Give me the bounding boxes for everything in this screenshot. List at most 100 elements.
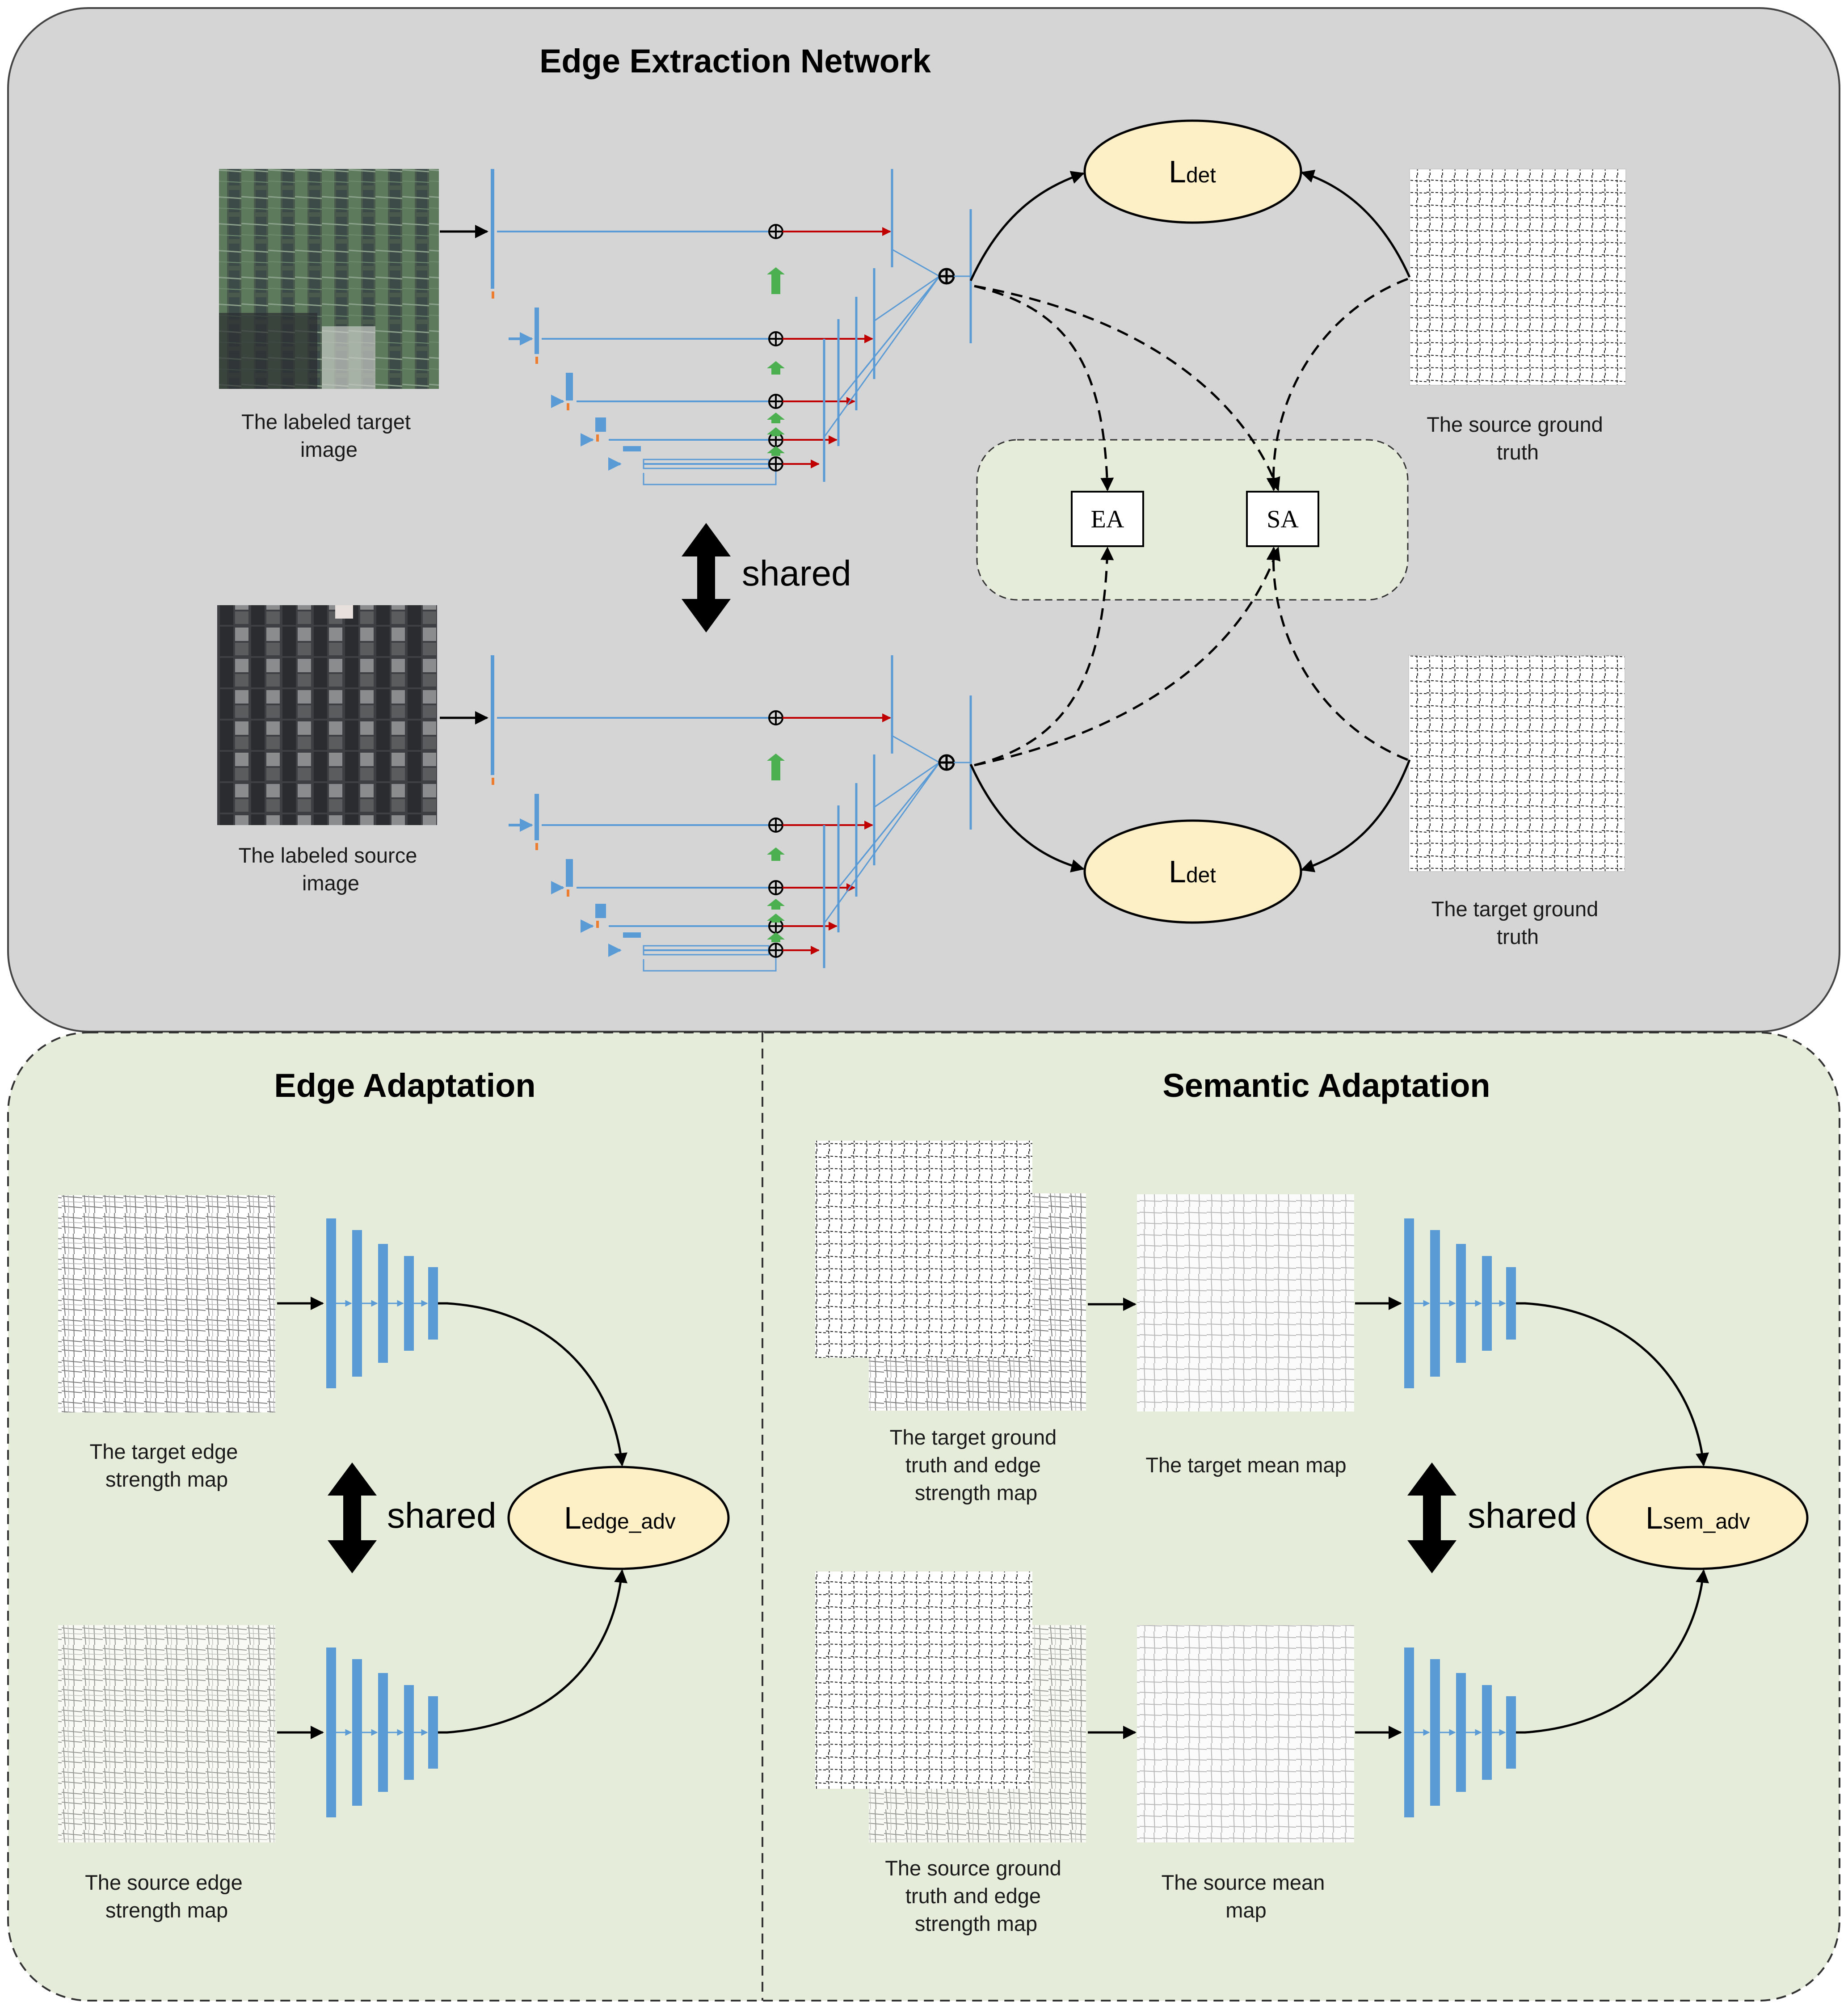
disc-2-layer-5 [428,1696,438,1769]
bottleneck-skip [643,953,777,972]
source-edge-strength-map [58,1625,275,1842]
discriminators [277,1218,1526,1817]
disc-1-layer-3 [378,1244,388,1363]
encoder-stage-3 [566,373,573,400]
sa-label: SA [1267,506,1299,533]
disc-2-layer-3 [378,1673,388,1792]
edge-network-target [440,169,972,485]
encoder-stage-4 [595,904,606,918]
ea-box [1071,491,1144,547]
arrow-gt-to-loss-top [1301,169,1411,278]
converge-line-5 [823,276,940,438]
edge-extraction-title: Edge Extraction Network [539,42,931,80]
arrow-fuse-to-loss-top [969,171,1085,282]
adaptation-region [976,439,1409,601]
upsample-arrow-3 [767,899,785,910]
encoder-stage-5 [623,932,641,938]
downsample-arrow-4 [596,921,599,928]
downsample-arrow-1 [492,778,494,785]
upsample-arrow-2 [767,847,785,861]
disc-1-layer-2 [352,1230,362,1377]
disc-4-layer-3 [1456,1673,1466,1792]
bottleneck-skip [643,467,777,485]
target-mean-label: The target mean map [1145,1453,1346,1477]
disc-3-layer-3 [1456,1244,1466,1363]
upsample-arrow-2 [767,361,785,375]
edge-extraction-panel [7,7,1840,1032]
shared-arrow-edge [328,1462,377,1573]
target-gt-label: The target ground truth [1431,897,1604,948]
shared-label-semantic: shared [1468,1496,1577,1535]
disc-1-layer-5 [428,1267,438,1340]
encoder-stage-5 [623,446,641,451]
disc-4-layer-5 [1506,1696,1516,1769]
encoder-stage-1 [491,169,494,289]
upsample-arrow-5 [767,446,785,456]
converge-line-1 [892,735,940,763]
upsample-arrow-1 [767,267,785,294]
disc-2-layer-4 [404,1685,414,1780]
encoder-stage-2 [535,308,539,354]
encoder-stage-4 [595,417,606,432]
downsample-arrow-1 [492,291,494,299]
converge-line-2 [874,762,940,808]
shared-label-edge: shared [387,1496,497,1535]
target-mean-map [1137,1194,1354,1412]
loss-det-top-label: Ldet [1169,154,1216,189]
encoder-stage-2 [535,794,539,840]
encoder-stage-3 [566,859,573,887]
labeled-source-image [217,605,437,825]
source-edge-label: The source edge strength map [85,1871,248,1922]
downsample-arrow-2 [535,357,538,364]
upsample-arrow-5 [767,932,785,942]
edge-adaptation-title: Edge Adaptation [274,1067,535,1104]
disc-3-layer-1 [1404,1218,1414,1388]
source-ground-truth-map [815,1572,1032,1789]
upsample-arrow-1 [767,754,785,780]
disc-2-layer-2 [352,1659,362,1806]
ea-label: EA [1091,506,1124,533]
target-edge-label: The target edge strength map [90,1440,244,1491]
disc-4-layer-4 [1482,1685,1492,1780]
loss-edge-adv [507,1466,730,1570]
source-image-label: The labeled source image [239,843,423,895]
converge-line-4 [838,762,940,888]
disc-4-layer-1 [1404,1648,1414,1817]
edge-network-source [440,655,972,972]
labeled-target-image [219,169,439,389]
upsample-arrow-3 [767,413,785,423]
semantic-arrows [1088,1298,1137,1739]
sem-target-gt-label: The target ground truth and edge strengt… [890,1425,1063,1504]
disc-2-layer-1 [326,1648,336,1817]
source-gt-label: The source ground truth [1427,413,1609,464]
sa-box [1246,491,1319,547]
disc-1-layer-4 [404,1256,414,1351]
sem-source-gt-label: The source ground truth and edge strengt… [885,1856,1067,1935]
loss-sem-adv-label: Lsem_adv [1646,1500,1750,1535]
shared-label-top: shared [742,553,851,593]
target-ground-truth-map [815,1141,1032,1358]
upsample-arrow-4 [767,427,785,436]
loss-edge-adv-label: Ledge_adv [564,1500,676,1535]
target-edge-strength-map [58,1195,275,1412]
downsample-arrow-2 [535,843,538,850]
disc-1-layer-1 [326,1218,336,1388]
downsample-arrow-4 [596,434,599,442]
semantic-adaptation-title: Semantic Adaptation [1162,1067,1490,1104]
disc-3-layer-4 [1482,1256,1492,1351]
loss-sem-adv [1586,1466,1809,1570]
source-ground-truth-image [1409,169,1626,386]
converge-line-5 [823,762,940,924]
downsample-arrow-3 [567,403,569,410]
disc-3-layer-2 [1430,1230,1440,1377]
disc-loss-arrows [446,1302,1709,1734]
arrow-gt-to-loss-bottom [1301,759,1411,872]
dashed-flows [974,278,1408,767]
encoder-stage-1 [491,655,494,775]
converge-line-4 [838,276,940,402]
loss-det-bottom-label: Ldet [1169,854,1216,889]
target-ground-truth-image [1408,655,1625,872]
adaptation-panel [7,1032,1840,2002]
disc-3-layer-5 [1506,1267,1516,1340]
